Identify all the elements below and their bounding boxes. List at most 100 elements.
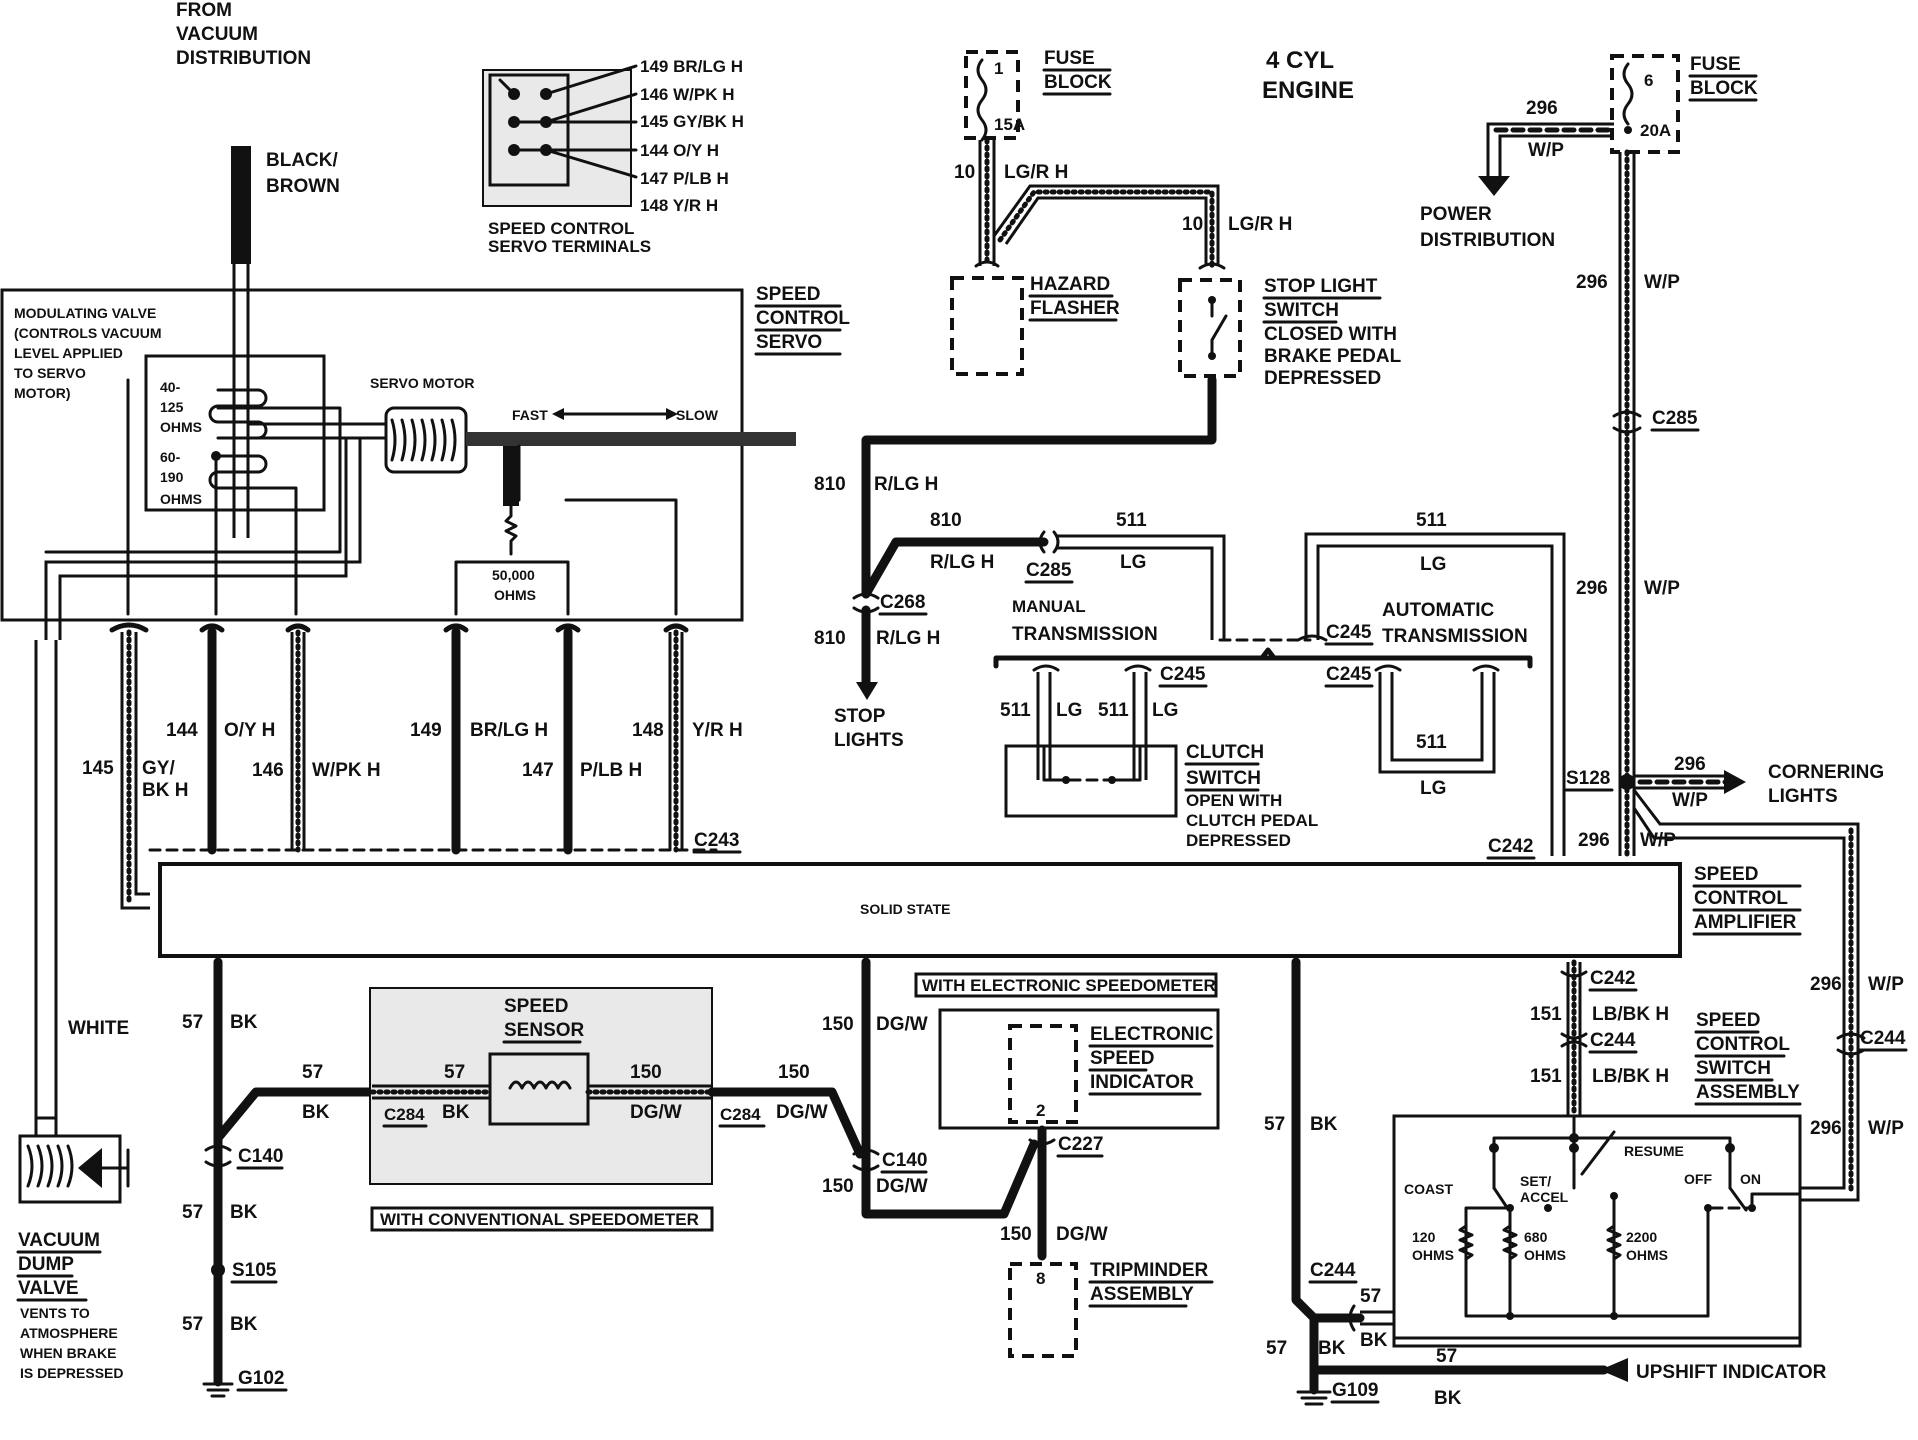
svg-text:BK: BK — [442, 1102, 470, 1123]
svg-text:SPEED CONTROL: SPEED CONTROL — [488, 219, 634, 238]
wire-296-to-switch — [1632, 789, 1860, 1202]
wire-10-lg-r-over — [992, 184, 1220, 266]
vacuum-line-servo-motor — [248, 422, 386, 440]
speed-sensor-wire-labels: 57 BK 150 DG/W 150 DG/W — [442, 1062, 828, 1123]
svg-text:SLOW: SLOW — [676, 407, 719, 423]
stop-light-switch: STOP LIGHT SWITCH CLOSED WITH BRAKE PEDA… — [1178, 262, 1402, 389]
svg-text:LG/R H: LG/R H — [1004, 162, 1068, 183]
fuse-block-right: 6 20A FUSE BLOCK — [1610, 54, 1758, 154]
svg-text:G102: G102 — [238, 1368, 284, 1389]
svg-text:810: 810 — [930, 510, 962, 531]
svg-text:DISTRIBUTION: DISTRIBUTION — [1420, 230, 1555, 251]
modulating-valve-box — [144, 354, 326, 512]
fast-slow-indicator: FAST SLOW — [512, 407, 719, 423]
svg-text:60-: 60- — [160, 449, 181, 465]
svg-text:SERVO MOTOR: SERVO MOTOR — [370, 375, 475, 391]
svg-text:150: 150 — [778, 1062, 810, 1083]
svg-text:150: 150 — [822, 1176, 854, 1197]
transmission-bracket — [993, 647, 1533, 669]
wire-150-to-c140 — [707, 1087, 865, 1159]
svg-text:57: 57 — [1264, 1114, 1285, 1135]
wire-296-main — [1618, 152, 1636, 856]
svg-text:296: 296 — [1576, 578, 1608, 599]
svg-text:148: 148 — [632, 720, 664, 741]
svg-text:6: 6 — [1644, 71, 1653, 90]
c245-connector-a: C245 — [1296, 622, 1374, 646]
valve-coil-60-190: 60- 190 OHMS — [160, 449, 268, 507]
fuse-block-left: 1 15A FUSE BLOCK — [964, 48, 1112, 142]
svg-text:CLOSED WITH: CLOSED WITH — [1264, 324, 1397, 345]
wire-296-main-labels: 296 W/P 296 W/P 296 W/P — [1576, 272, 1680, 851]
svg-text:VACUUM: VACUUM — [18, 1230, 100, 1251]
svg-text:SPEED: SPEED — [1696, 1010, 1760, 1031]
svg-text:AUTOMATIC: AUTOMATIC — [1382, 600, 1495, 621]
svg-text:CONTROL: CONTROL — [1694, 888, 1788, 909]
tripminder-assembly: 8 TRIPMINDER ASSEMBLY — [1008, 1260, 1214, 1358]
svg-text:DG/W: DG/W — [630, 1102, 682, 1123]
svg-text:ASSEMBLY: ASSEMBLY — [1090, 1284, 1194, 1305]
svg-text:151: 151 — [1530, 1066, 1562, 1087]
svg-text:DG/W: DG/W — [776, 1102, 828, 1123]
svg-text:150: 150 — [630, 1062, 662, 1083]
svg-text:BR/LG H: BR/LG H — [470, 720, 548, 741]
servo-terminals-title: SPEED CONTROL SERVO TERMINALS — [488, 219, 651, 256]
c285-top-connector: C285 — [1612, 408, 1700, 434]
svg-text:810: 810 — [814, 474, 846, 495]
electronic-speed-indicator: 2 ELECTRONIC SPEED INDICATOR — [1008, 1024, 1214, 1124]
svg-text:ON: ON — [1740, 1171, 1761, 1187]
speed-control-amplifier-box — [158, 862, 1682, 958]
speed-sensor-label: SPEED SENSOR — [502, 996, 585, 1044]
svg-text:C244: C244 — [1860, 1028, 1906, 1049]
wire-296-power-dist — [1486, 122, 1614, 178]
c227-connector: C227 — [1028, 1134, 1104, 1158]
svg-text:BLOCK: BLOCK — [1690, 78, 1758, 99]
svg-text:LG: LG — [1420, 554, 1446, 575]
servo-motor: SERVO MOTOR — [370, 375, 475, 474]
wire-150-sensor — [588, 1084, 712, 1100]
svg-text:8: 8 — [1036, 1269, 1045, 1288]
svg-text:BK: BK — [230, 1314, 258, 1335]
svg-text:LB/BK H: LB/BK H — [1592, 1066, 1669, 1087]
svg-text:S105: S105 — [232, 1260, 277, 1281]
svg-text:FUSE: FUSE — [1044, 48, 1095, 69]
svg-text:STOP LIGHT: STOP LIGHT — [1264, 276, 1378, 297]
power-distribution-label: POWER DISTRIBUTION — [1420, 204, 1555, 251]
power-distribution-arrow — [1478, 176, 1510, 196]
svg-text:LG: LG — [1152, 700, 1178, 721]
svg-text:TRIPMINDER: TRIPMINDER — [1090, 1260, 1209, 1281]
svg-text:OHMS: OHMS — [1626, 1247, 1668, 1263]
stop-lights-arrow — [856, 682, 878, 700]
svg-text:BROWN: BROWN — [266, 176, 340, 197]
svg-text:149: 149 — [410, 720, 442, 741]
svg-text:511: 511 — [1000, 700, 1031, 721]
stop-lights-label: STOP LIGHTS — [834, 706, 904, 751]
svg-text:SPEED: SPEED — [1090, 1048, 1154, 1069]
svg-text:C140: C140 — [882, 1150, 927, 1171]
svg-text:CORNERING: CORNERING — [1768, 762, 1884, 783]
s105-splice: S105 — [211, 1260, 278, 1284]
svg-text:C244: C244 — [1590, 1030, 1636, 1051]
svg-text:C245: C245 — [1160, 664, 1206, 685]
speed-sensor — [488, 1052, 590, 1126]
svg-text:CLUTCH PEDAL: CLUTCH PEDAL — [1186, 811, 1318, 830]
c242-bottom-connector: C242 — [1560, 968, 1638, 992]
svg-text:RESUME: RESUME — [1624, 1143, 1684, 1159]
white-hose-label: WHITE — [68, 1018, 129, 1039]
svg-text:SPEED: SPEED — [756, 284, 820, 305]
svg-text:OHMS: OHMS — [494, 587, 536, 603]
manual-transmission-label: MANUAL TRANSMISSION — [1012, 597, 1158, 645]
svg-text:C285: C285 — [1026, 560, 1072, 581]
svg-text:BK: BK — [1310, 1114, 1338, 1135]
svg-text:R/LG H: R/LG H — [930, 552, 994, 573]
svg-text:STOP: STOP — [834, 706, 886, 727]
svg-text:C268: C268 — [880, 592, 925, 613]
switch-ground-return — [1392, 1326, 1802, 1340]
with-conventional-speedometer-label: WITH CONVENTIONAL SPEEDOMETER — [370, 1206, 714, 1232]
svg-text:LEVEL APPLIED: LEVEL APPLIED — [14, 345, 123, 361]
c284-connectors: C284 C284 — [382, 1105, 766, 1128]
svg-text:W/P: W/P — [1644, 272, 1680, 293]
svg-text:120: 120 — [1412, 1229, 1436, 1245]
svg-text:SERVO TERMINALS: SERVO TERMINALS — [488, 237, 651, 256]
svg-text:LB/BK H: LB/BK H — [1592, 1004, 1669, 1025]
valve-coil-40-125: 40- 125 OHMS — [160, 379, 268, 440]
